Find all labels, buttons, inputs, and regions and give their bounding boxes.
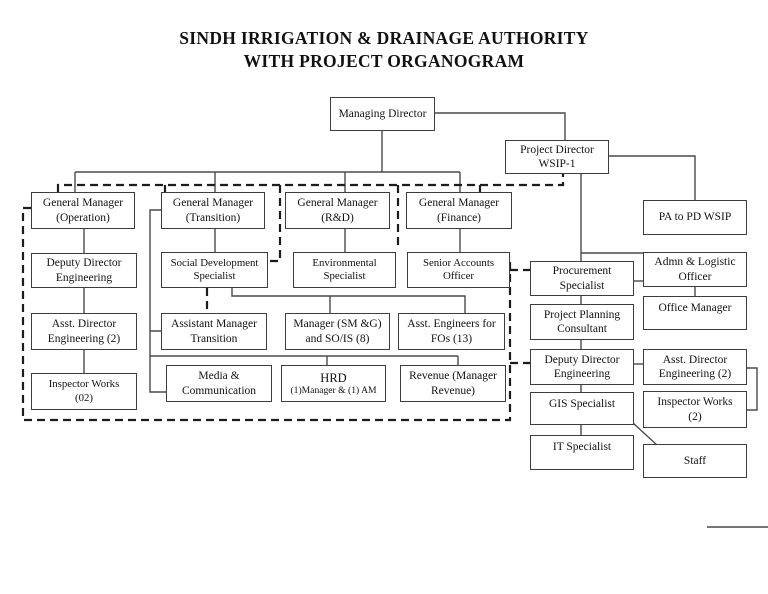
node-deputy-director-engineering-wsip: Deputy Director Engineering [530,349,634,385]
dashed-boundary-ticks [510,268,530,365]
line-socdev-bus [231,288,466,313]
node-gm-operation: General Manager (Operation) [31,192,135,229]
line-diagonal-staff [632,422,659,447]
node-pa-to-pd-wsip: PA to PD WSIP [643,200,747,235]
line-transition-bracket [149,209,166,393]
node-asst-director-engineering-wsip: Asst. Director Engineering (2) [643,349,747,385]
dashed-rd-left [268,185,282,263]
node-senior-accounts-officer: Senior Accounts Officer [407,252,510,288]
node-office-manager: Office Manager [643,296,747,330]
node-asst-director-engineering: Asst. Director Engineering (2) [31,313,137,350]
dashed-boundary [21,206,512,422]
line-md-to-pd [435,112,566,140]
node-asst-engineers-fos: Asst. Engineers for FOs (13) [398,313,505,350]
line-gm-drops [74,172,461,192]
node-inspector-works-wsip: Inspector Works (2) [643,391,747,428]
node-hrd: HRD (1)Manager & (1) AM [281,365,386,402]
node-staff: Staff [643,444,747,478]
title-line-2: WITH PROJECT ORGANOGRAM [243,51,525,71]
node-gm-finance: General Manager (Finance) [406,192,512,229]
line-pd-to-pa [608,155,696,200]
node-project-planning-consultant: Project Planning Consultant [530,304,634,340]
hrd-subtitle: (1)Manager & (1) AM [290,384,377,396]
node-gm-rd: General Manager (R&D) [285,192,390,229]
line-lower-bus [150,355,459,365]
dashed-gm-ticks [163,185,482,192]
node-project-director-wsip1: Project Director WSIP-1 [505,140,609,174]
node-assistant-manager-transition: Assistant Manager Transition [161,313,267,350]
line-gm-children [214,229,461,252]
title-line-1: SINDH IRRIGATION & DRAINAGE AUTHORITY [179,28,589,48]
node-it-specialist: IT Specialist [530,435,634,470]
node-social-development-specialist: Social Development Specialist [161,252,268,288]
node-inspector-works-02: Inspector Works (02) [31,373,137,410]
node-environmental-specialist: Environmental Specialist [293,252,396,288]
page-title: SINDH IRRIGATION & DRAINAGE AUTHORITY WI… [0,27,768,73]
node-revenue-manager: Revenue (Manager Revenue) [400,365,506,402]
node-deputy-director-engineering: Deputy Director Engineering [31,253,137,288]
node-manager-smg-sois: Manager (SM &G) and SO/IS (8) [285,313,390,350]
node-media-communication: Media & Communication [166,365,272,402]
node-gm-transition: General Manager (Transition) [161,192,265,229]
node-gis-specialist: GIS Specialist [530,392,634,425]
node-managing-director: Managing Director [330,97,435,131]
hrd-title: HRD [320,370,347,385]
hrd-label: HRD (1)Manager & (1) AM [290,371,376,397]
node-procurement-specialist: Procurement Specialist [530,261,634,296]
line-right-bracket [747,367,758,411]
dashed-top-bus [56,174,565,192]
node-admn-logistic-officer: Admn & Logistic Officer [643,252,747,287]
